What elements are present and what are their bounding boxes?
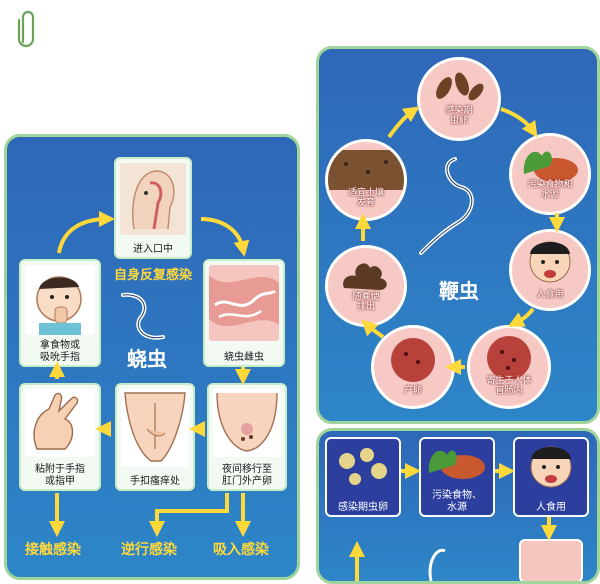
step-hatch-card: 蛲虫雌虫 [203, 259, 285, 367]
tp-step-food: 污染食物、 水源 [419, 437, 495, 517]
paperclip-icon [17, 10, 35, 48]
tp-step-egg: 感染期虫卵 [325, 437, 401, 517]
ww-step-food-label: 污染食物和 水源 [527, 180, 573, 201]
pinworm-name: 蛲虫 [127, 347, 167, 371]
route-contact: 接触感染 [25, 542, 81, 558]
step-hatch-label: 蛲虫雌虫 [224, 351, 264, 363]
ww-step-lay-label: 产卵 [403, 386, 422, 396]
step-mouth-card: 进入口中 [114, 157, 192, 259]
pinworm-panel: 进入口中 自身反复感染 拿食物或 吸吮手指 蛲虫雌虫 [4, 134, 300, 580]
step-night-label: 夜间移行至 肛门外产卵 [222, 464, 272, 487]
step-mouth-label: 进入口中 [133, 243, 173, 255]
route-inhale: 吸入感染 [213, 542, 269, 558]
step-finger-card: 粘附于手指 或指甲 [19, 383, 101, 491]
step-eat-card: 拿食物或 吸吮手指 [19, 259, 101, 367]
third-panel: 感染期虫卵 污染食物、 水源 人食用 [316, 428, 600, 584]
pinworm-illustration [121, 292, 165, 340]
step-scratch-card: 手扣瘙痒处 [115, 383, 195, 491]
tp-step-egg-label: 感染期虫卵 [338, 501, 388, 513]
whipworm-name: 鞭虫 [439, 279, 479, 303]
ww-step-cecum: 寄生于人体 盲肠内 [467, 325, 551, 409]
ww-step-egg-label: 感染期 虫卵 [445, 106, 473, 127]
self-infection-label: 自身反复感染 [113, 268, 192, 283]
step-finger-label: 粘附于手指 或指甲 [35, 464, 85, 487]
ww-step-feces-label: 随粪便 排出 [352, 292, 380, 313]
ww-step-food: 污染食物和 水源 [509, 133, 591, 215]
step-eat-label: 拿食物或 吸吮手指 [40, 340, 80, 363]
whipworm-panel: 感染期 虫卵 污染食物和 水源 人食用 寄生于人体 盲肠内 产卵 [316, 46, 600, 424]
whipworm-illustration [419, 157, 474, 255]
tp-step-food-label: 污染食物、 水源 [432, 490, 482, 513]
step-scratch-label: 手扣瘙痒处 [130, 475, 180, 487]
route-retro: 逆行感染 [121, 542, 177, 558]
step-night-card: 夜间移行至 肛门外产卵 [207, 383, 287, 491]
tp-step-human: 人食用 [513, 437, 589, 517]
ww-step-human-label: 人食用 [536, 290, 564, 300]
ww-step-egg: 感染期 虫卵 [417, 57, 501, 141]
tp-step-human-label: 人食用 [536, 501, 566, 513]
ww-step-feces: 随粪便 排出 [325, 245, 407, 327]
whipworm-arrows [355, 106, 565, 375]
pinworm-arrows [49, 211, 251, 537]
ww-step-soil-label: 适宜土壤 发育 [347, 188, 384, 209]
ww-step-cecum-label: 寄生于人体 盲肠内 [486, 376, 532, 397]
